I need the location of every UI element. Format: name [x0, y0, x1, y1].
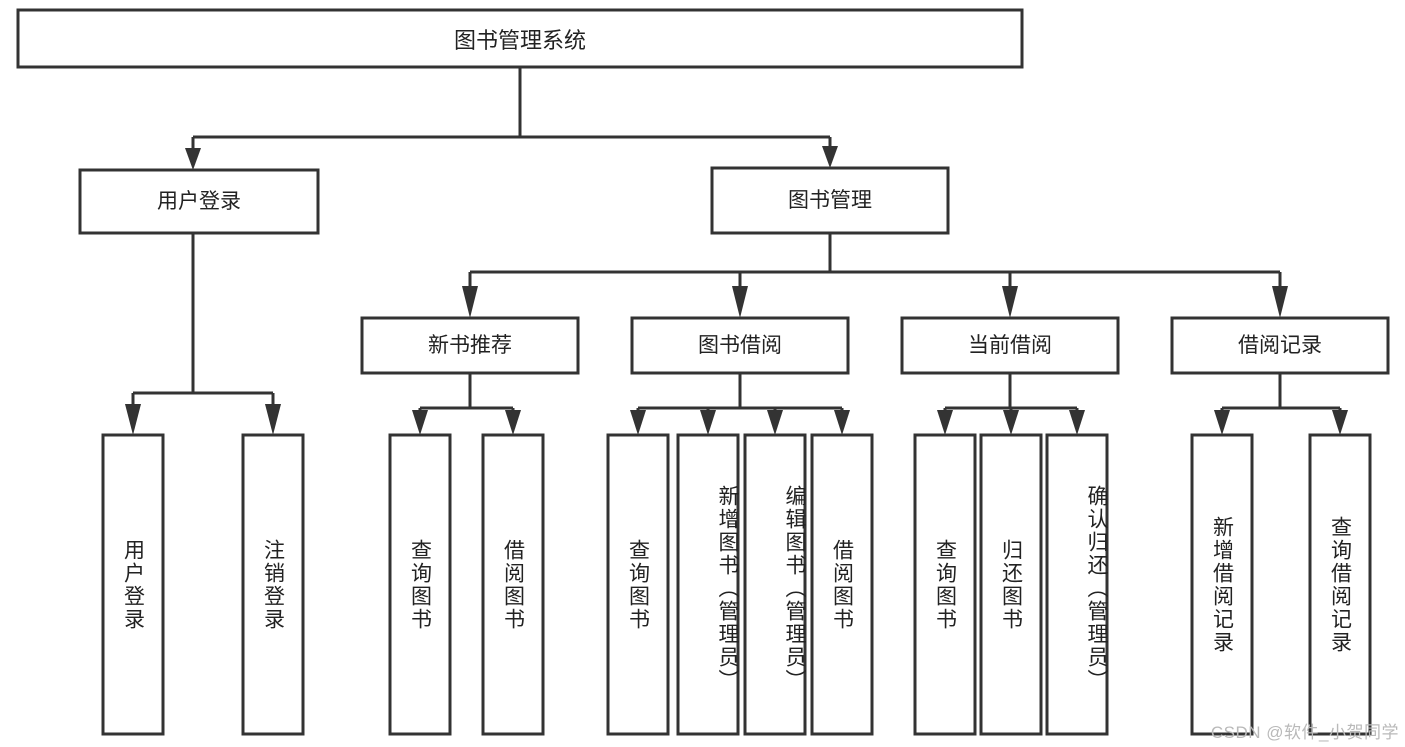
- node-box-leaf-8[interactable]: [913, 433, 977, 736]
- node-box-leaf-9[interactable]: [979, 433, 1043, 736]
- node-box-leaf-3[interactable]: [481, 433, 545, 736]
- arrow-head-leaf-user-login: [125, 404, 141, 435]
- node-box-leaf-1[interactable]: [241, 433, 305, 736]
- arrow-head-current: [1002, 286, 1018, 318]
- node-box-user-login[interactable]: [78, 168, 320, 235]
- arrow-head-leaf-confirm-return: [1069, 410, 1085, 435]
- node-box-current-borrow[interactable]: [900, 316, 1120, 375]
- node-boxes: [16, 8, 1390, 736]
- csdn-watermark: CSDN @软件_小贺同学: [1210, 723, 1399, 742]
- arrow-head-leaf-return: [1003, 410, 1019, 435]
- arrow-head-leaf-query-record: [1332, 410, 1348, 435]
- arrow-head-borrow: [732, 286, 748, 318]
- arrow-head-login: [185, 148, 201, 170]
- node-box-leaf-4[interactable]: [606, 433, 670, 736]
- node-box-leaf-6[interactable]: [743, 433, 807, 736]
- arrow-head-leaf-borrowbook: [834, 410, 850, 435]
- arrow-head-leaf-add-record: [1214, 410, 1230, 435]
- arrow-head-leaf-query-3: [937, 410, 953, 435]
- arrow-head-leaf-logout: [265, 404, 281, 435]
- node-box-leaf-0[interactable]: [101, 433, 165, 736]
- node-box-book-management[interactable]: [710, 166, 950, 235]
- arrow-head-newbook: [462, 286, 478, 318]
- node-box-leaf-12[interactable]: [1308, 433, 1372, 736]
- node-box-leaf-5[interactable]: [676, 433, 740, 736]
- connectors: [125, 67, 1348, 435]
- arrow-head-bookmgmt: [822, 146, 838, 168]
- arrow-head-leaf-editbook: [767, 410, 783, 435]
- node-box-leaf-2[interactable]: [388, 433, 452, 736]
- arrow-head-leaf-query-1: [412, 410, 428, 435]
- node-box-root[interactable]: [16, 8, 1024, 69]
- node-box-leaf-7[interactable]: [810, 433, 874, 736]
- node-box-leaf-10[interactable]: [1045, 433, 1109, 736]
- arrow-head-leaf-borrow-1: [505, 410, 521, 435]
- node-box-book-borrow[interactable]: [630, 316, 850, 375]
- node-box-leaf-11[interactable]: [1190, 433, 1254, 736]
- node-box-borrow-record[interactable]: [1170, 316, 1390, 375]
- node-box-new-book-recommend[interactable]: [360, 316, 580, 375]
- arrow-head-record: [1272, 286, 1288, 318]
- arrow-head-leaf-addbook: [700, 410, 716, 435]
- arrow-head-leaf-query-2: [630, 410, 646, 435]
